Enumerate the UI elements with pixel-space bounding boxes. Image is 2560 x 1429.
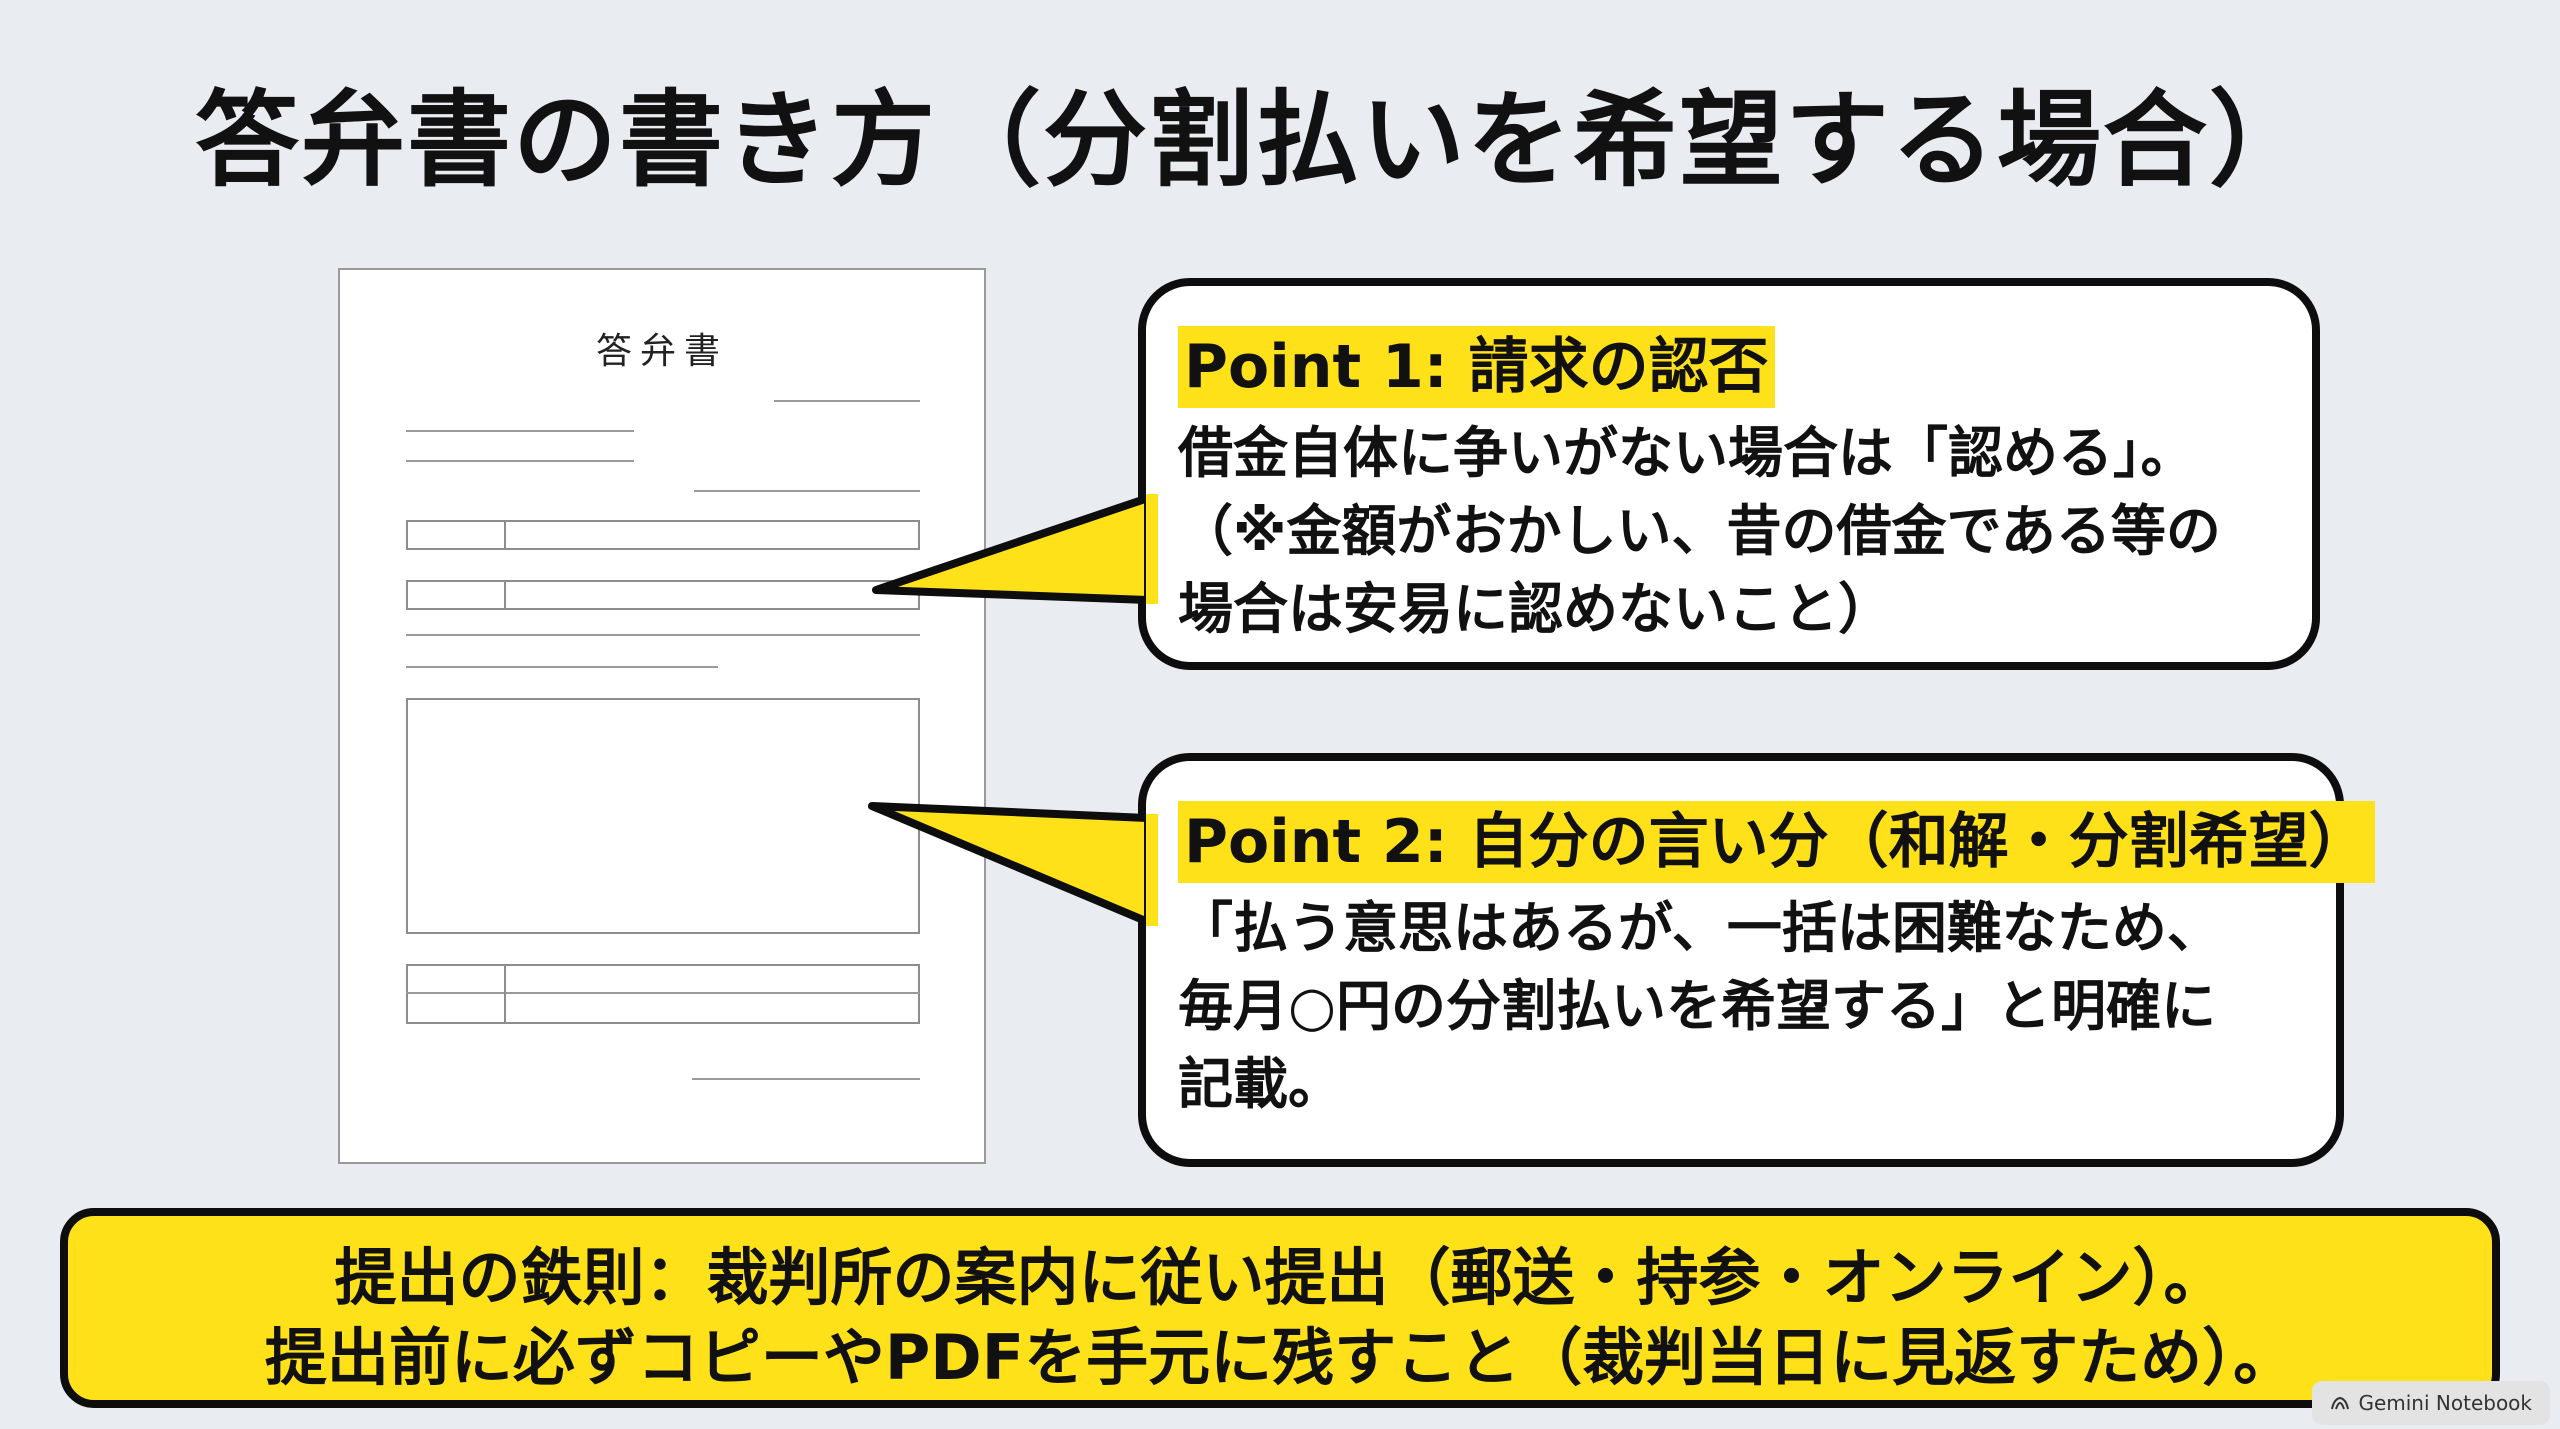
doc-field-box bbox=[406, 520, 920, 550]
document-heading: 答弁書 bbox=[595, 331, 728, 372]
point1-line-1: 借金自体に争いがない場合は「認める」。 bbox=[1178, 421, 2196, 485]
doc-line bbox=[406, 460, 634, 462]
doc-line bbox=[406, 992, 920, 994]
doc-line bbox=[774, 400, 920, 402]
doc-divider bbox=[504, 964, 506, 1024]
banner-line-2: 提出前に必ずコピーやPDFを手元に残すこと（裁判当日に見返すため）。 bbox=[264, 1321, 2296, 1394]
banner-line-1: 提出の鉄則：裁判所の案内に従い提出（郵送・持参・オンライン）。 bbox=[334, 1241, 2226, 1314]
point1-tail bbox=[872, 494, 1152, 604]
point1-heading: Point 1: 請求の認否 bbox=[1178, 326, 1775, 408]
point2-line-2: 毎月○円の分割払いを希望する」と明確に bbox=[1178, 974, 2216, 1038]
doc-divider bbox=[504, 520, 506, 550]
doc-line bbox=[406, 430, 634, 432]
point2-line-3: 記載。 bbox=[1178, 1052, 1344, 1116]
doc-line bbox=[692, 1078, 920, 1080]
gemini-notebook-badge: Gemini Notebook bbox=[2312, 1381, 2550, 1425]
point1-callout: Point 1: 請求の認否 借金自体に争いがない場合は「認める」。 （※金額が… bbox=[1138, 278, 2320, 670]
submission-rule-banner: 提出の鉄則：裁判所の案内に従い提出（郵送・持参・オンライン）。 提出前に必ずコピ… bbox=[60, 1208, 2500, 1408]
point2-callout: Point 2: 自分の言い分（和解・分割希望） 「払う意思はあるが、一括は困難… bbox=[1138, 753, 2375, 1167]
point2-line-1: 「払う意思はあるが、一括は困難なため、 bbox=[1178, 896, 2222, 960]
doc-line bbox=[406, 634, 920, 636]
doc-divider bbox=[504, 580, 506, 610]
doc-line bbox=[694, 490, 920, 492]
point1-line-2: （※金額がおかしい、昔の借金である等の bbox=[1178, 499, 2221, 563]
point2-tail bbox=[868, 802, 1152, 926]
point2-heading: Point 2: 自分の言い分（和解・分割希望） bbox=[1178, 801, 2375, 883]
doc-table-box bbox=[406, 964, 920, 1024]
notebook-icon bbox=[2331, 1396, 2350, 1410]
page-title: 答弁書の書き方（分割払いを希望する場合） bbox=[195, 79, 2316, 201]
point1-line-3: 場合は安易に認めないこと） bbox=[1178, 577, 1894, 641]
document-illustration: 答弁書 bbox=[338, 268, 986, 1164]
doc-line bbox=[406, 666, 718, 668]
badge-label: Gemini Notebook bbox=[2358, 1391, 2532, 1415]
